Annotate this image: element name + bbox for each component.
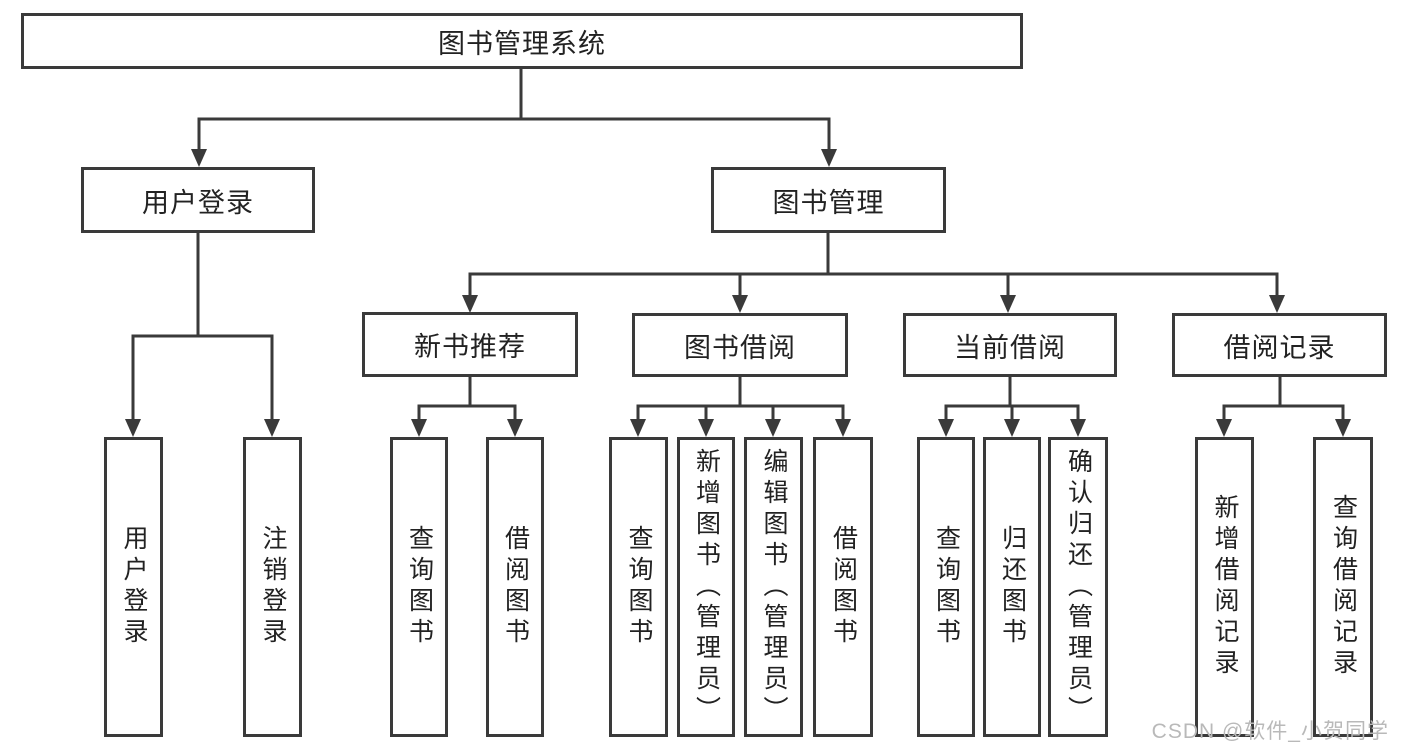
leaf-add-books-admin: 新增图书（管理员） — [677, 437, 735, 737]
node-new-book-recommendation: 新书推荐 — [362, 312, 578, 377]
leaf-query-books-current: 查询图书 — [917, 437, 975, 737]
leaf-borrow-books-recommendation: 借阅图书 — [486, 437, 544, 737]
node-current-borrowing: 当前借阅 — [903, 313, 1117, 377]
node-library-management-system: 图书管理系统 — [21, 13, 1023, 69]
leaf-add-borrow-record: 新增借阅记录 — [1195, 437, 1254, 737]
leaf-edit-books-admin: 编辑图书（管理员） — [744, 437, 803, 737]
node-borrowing-records: 借阅记录 — [1172, 313, 1387, 377]
leaf-query-books-recommendation: 查询图书 — [390, 437, 448, 737]
leaf-query-books-borrowing: 查询图书 — [609, 437, 668, 737]
leaf-logout: 注销登录 — [243, 437, 302, 737]
node-book-borrowing: 图书借阅 — [632, 313, 848, 377]
leaf-user-login: 用户登录 — [104, 437, 163, 737]
node-book-management: 图书管理 — [711, 167, 946, 233]
node-user-login: 用户登录 — [81, 167, 315, 233]
leaf-query-borrow-record: 查询借阅记录 — [1313, 437, 1373, 737]
leaf-borrow-books: 借阅图书 — [813, 437, 873, 737]
csdn-watermark: CSDN @软件_小贺同学 — [1151, 720, 1389, 743]
leaf-confirm-return-admin: 确认归还（管理员） — [1048, 437, 1108, 737]
leaf-return-books: 归还图书 — [983, 437, 1041, 737]
